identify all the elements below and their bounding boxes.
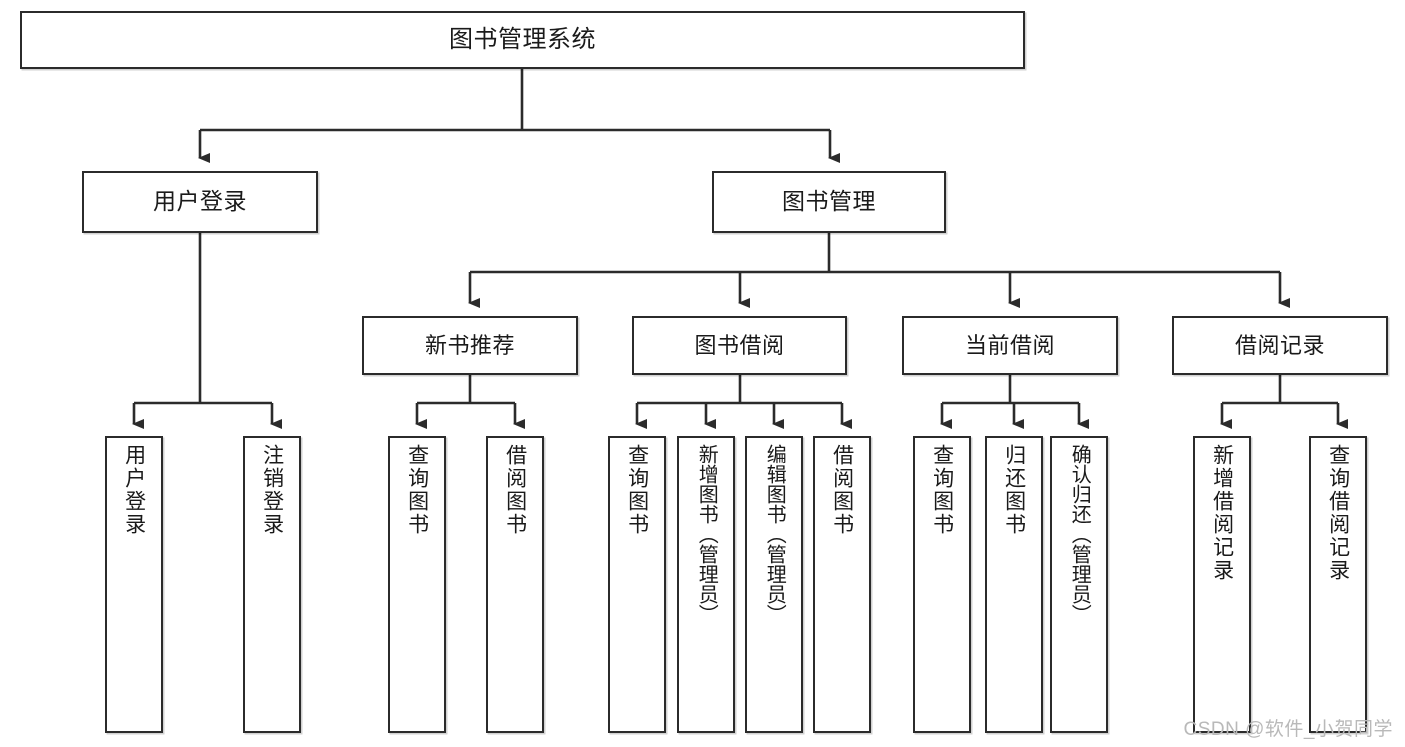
- node-user-login[interactable]: 用户登录: [82, 171, 318, 233]
- leaf-book-borrow-label: 借阅图书: [830, 444, 854, 536]
- leaf-book-add-label: 新增图书（管理员）: [695, 444, 718, 624]
- leaf-user-logout[interactable]: 注销登录: [243, 436, 301, 733]
- leaf-book-borrow[interactable]: 借阅图书: [813, 436, 871, 733]
- leaf-book-edit[interactable]: 编辑图书（管理员）: [745, 436, 803, 733]
- csdn-watermark: CSDN @软件_小贺同学: [1183, 719, 1393, 740]
- node-borrow-record-label: 借阅记录: [1234, 332, 1325, 358]
- leaf-user-login[interactable]: 用户登录: [105, 436, 163, 733]
- leaf-rec-add[interactable]: 新增借阅记录: [1193, 436, 1251, 733]
- leaf-rec-borrow[interactable]: 借阅图书: [486, 436, 544, 733]
- node-root[interactable]: 图书管理系统: [20, 11, 1025, 69]
- node-book-borrow[interactable]: 图书借阅: [632, 316, 847, 375]
- leaf-rec-query[interactable]: 查询图书: [388, 436, 446, 733]
- leaf-cur-query[interactable]: 查询图书: [913, 436, 971, 733]
- node-current-borrow[interactable]: 当前借阅: [902, 316, 1118, 375]
- node-current-borrow-label: 当前借阅: [964, 332, 1055, 358]
- leaf-rec-query2-label: 查询借阅记录: [1326, 444, 1350, 582]
- leaf-borrow-query[interactable]: 查询图书: [608, 436, 666, 733]
- node-book-borrow-label: 图书借阅: [694, 332, 785, 358]
- node-new-book-rec[interactable]: 新书推荐: [362, 316, 578, 375]
- leaf-cur-return[interactable]: 归还图书: [985, 436, 1043, 733]
- leaf-user-logout-label: 注销登录: [260, 444, 284, 536]
- leaf-user-login-label: 用户登录: [122, 444, 146, 536]
- node-root-label: 图书管理系统: [449, 25, 596, 53]
- leaf-book-edit-label: 编辑图书（管理员）: [763, 444, 786, 624]
- leaf-cur-confirm[interactable]: 确认归还（管理员）: [1050, 436, 1108, 733]
- node-borrow-record[interactable]: 借阅记录: [1172, 316, 1388, 375]
- leaf-borrow-query-label: 查询图书: [625, 444, 649, 536]
- node-user-login-label: 用户登录: [153, 188, 247, 215]
- leaf-rec-add-label: 新增借阅记录: [1210, 444, 1234, 582]
- leaf-cur-return-label: 归还图书: [1002, 444, 1026, 536]
- leaf-rec-query2[interactable]: 查询借阅记录: [1309, 436, 1367, 733]
- leaf-cur-query-label: 查询图书: [930, 444, 954, 536]
- leaf-book-add[interactable]: 新增图书（管理员）: [677, 436, 735, 733]
- leaf-rec-query-label: 查询图书: [405, 444, 429, 536]
- node-new-book-rec-label: 新书推荐: [424, 332, 515, 358]
- leaf-cur-confirm-label: 确认归还（管理员）: [1068, 444, 1091, 624]
- node-book-manage[interactable]: 图书管理: [712, 171, 946, 233]
- leaf-rec-borrow-label: 借阅图书: [503, 444, 527, 536]
- node-book-manage-label: 图书管理: [782, 188, 876, 215]
